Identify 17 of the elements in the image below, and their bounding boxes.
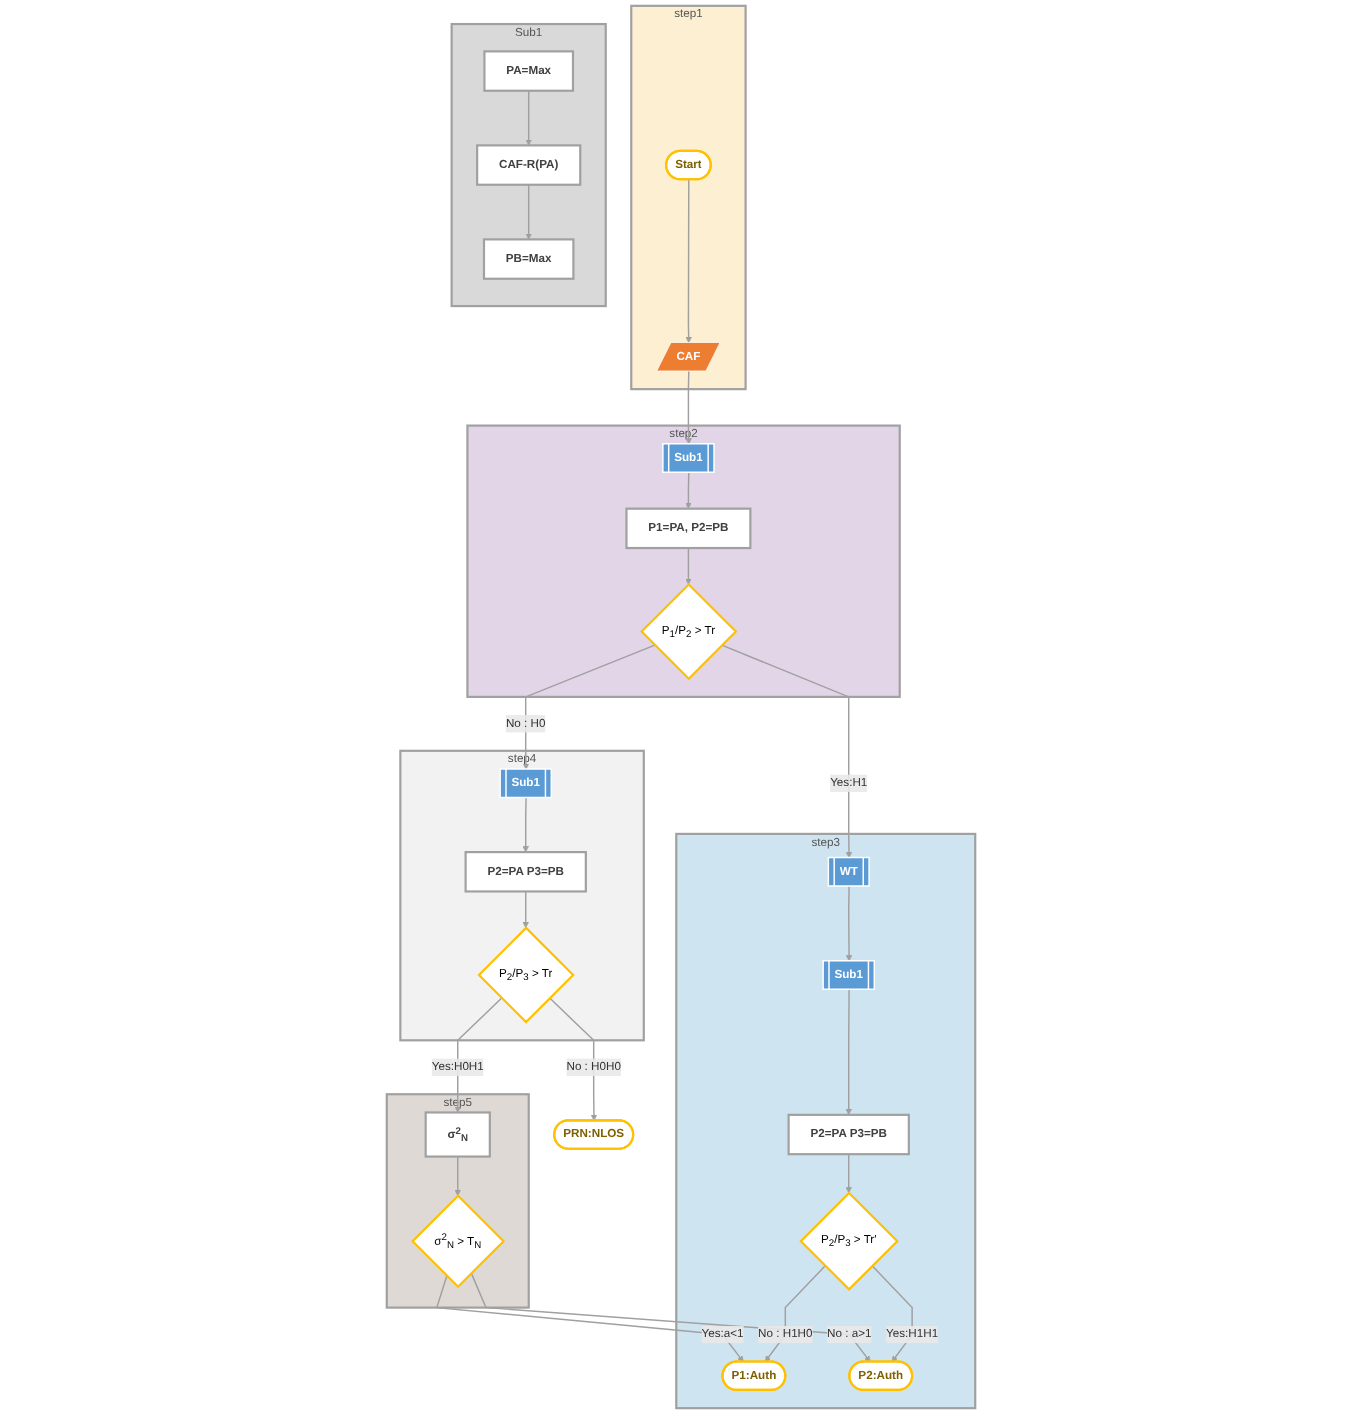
arrow: [685, 547, 692, 585]
arrow: [525, 184, 532, 240]
arrow: [845, 1153, 852, 1194]
arrow: [454, 997, 503, 1113]
arrow: [522, 797, 529, 853]
arrow: [549, 997, 598, 1121]
arrow: [435, 1275, 744, 1363]
arrow: [522, 890, 529, 929]
arrow: [685, 178, 692, 344]
arrow: [721, 644, 853, 859]
arrow: [522, 644, 656, 770]
arrow: [845, 885, 853, 962]
arrow: [454, 1155, 461, 1196]
arrow: [525, 90, 532, 146]
arrow: [685, 471, 692, 509]
arrow: [845, 988, 852, 1116]
arrow: [685, 370, 692, 445]
